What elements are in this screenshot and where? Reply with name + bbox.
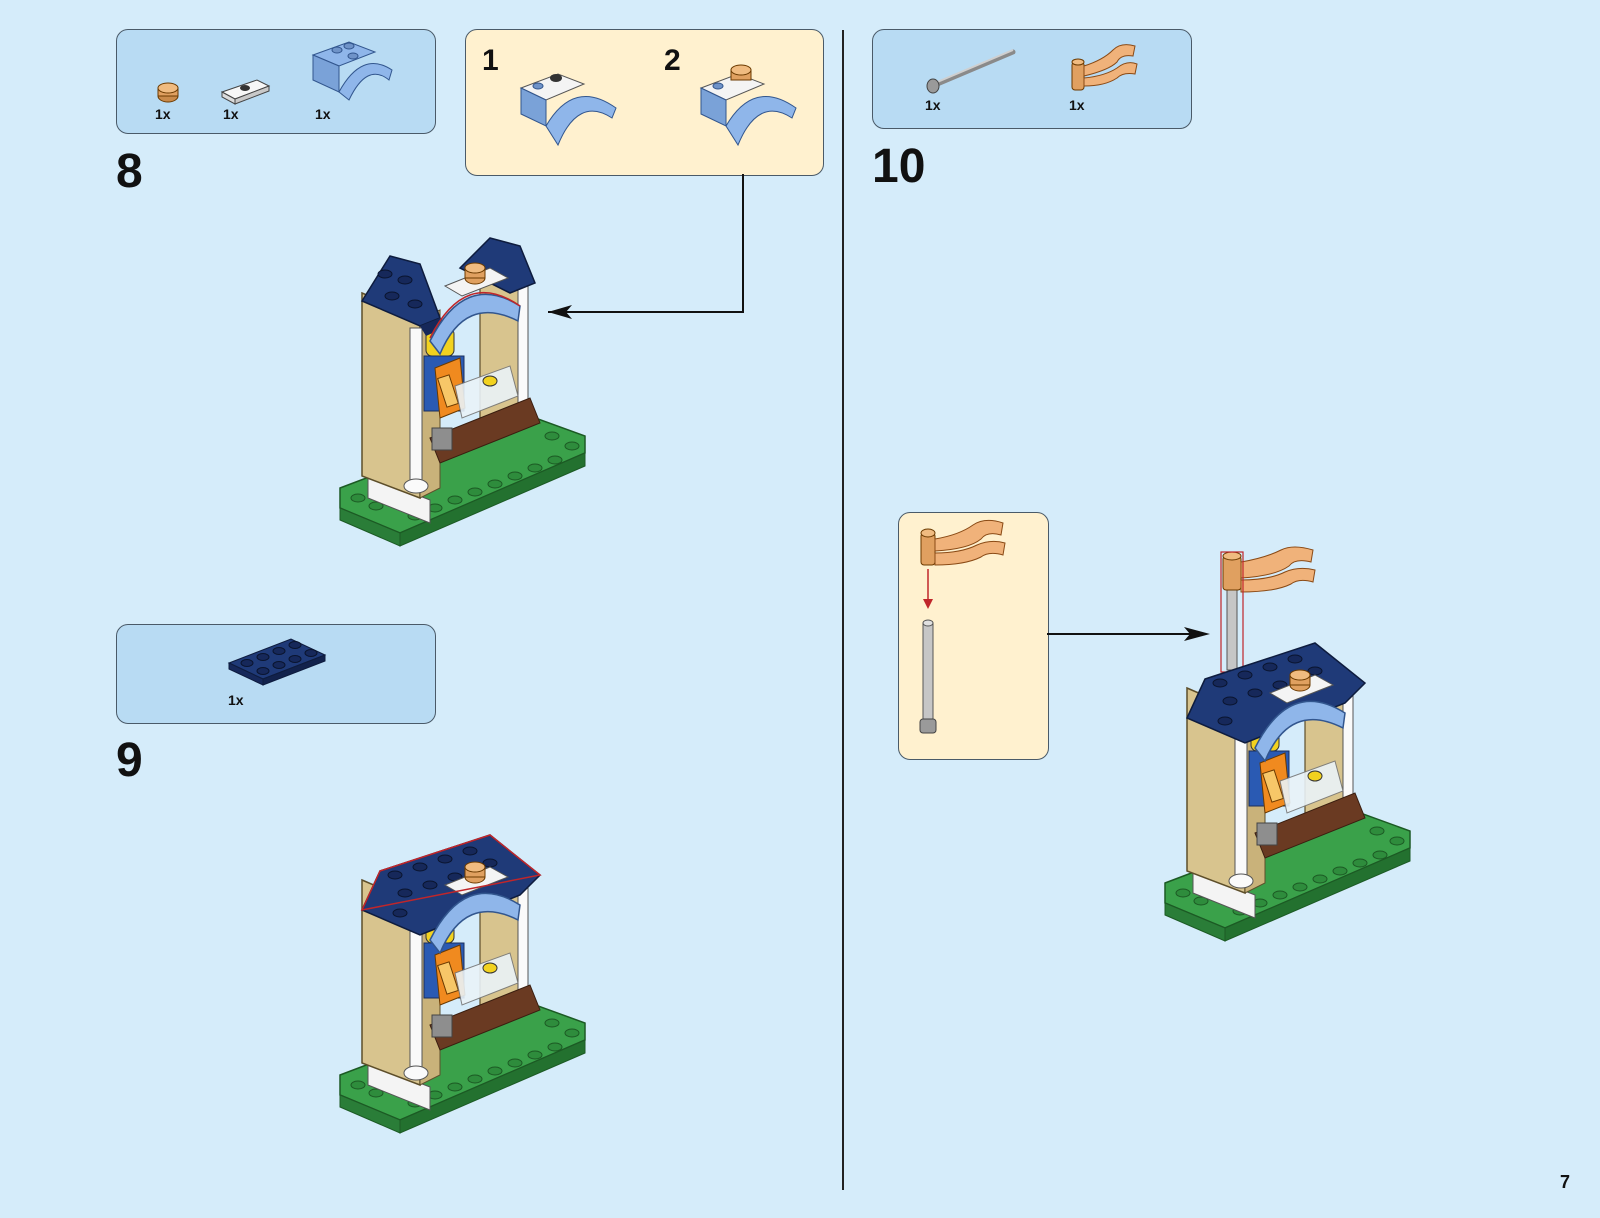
page-number: 7 xyxy=(1560,1172,1570,1193)
step-10-model-illustration xyxy=(1165,550,1425,950)
